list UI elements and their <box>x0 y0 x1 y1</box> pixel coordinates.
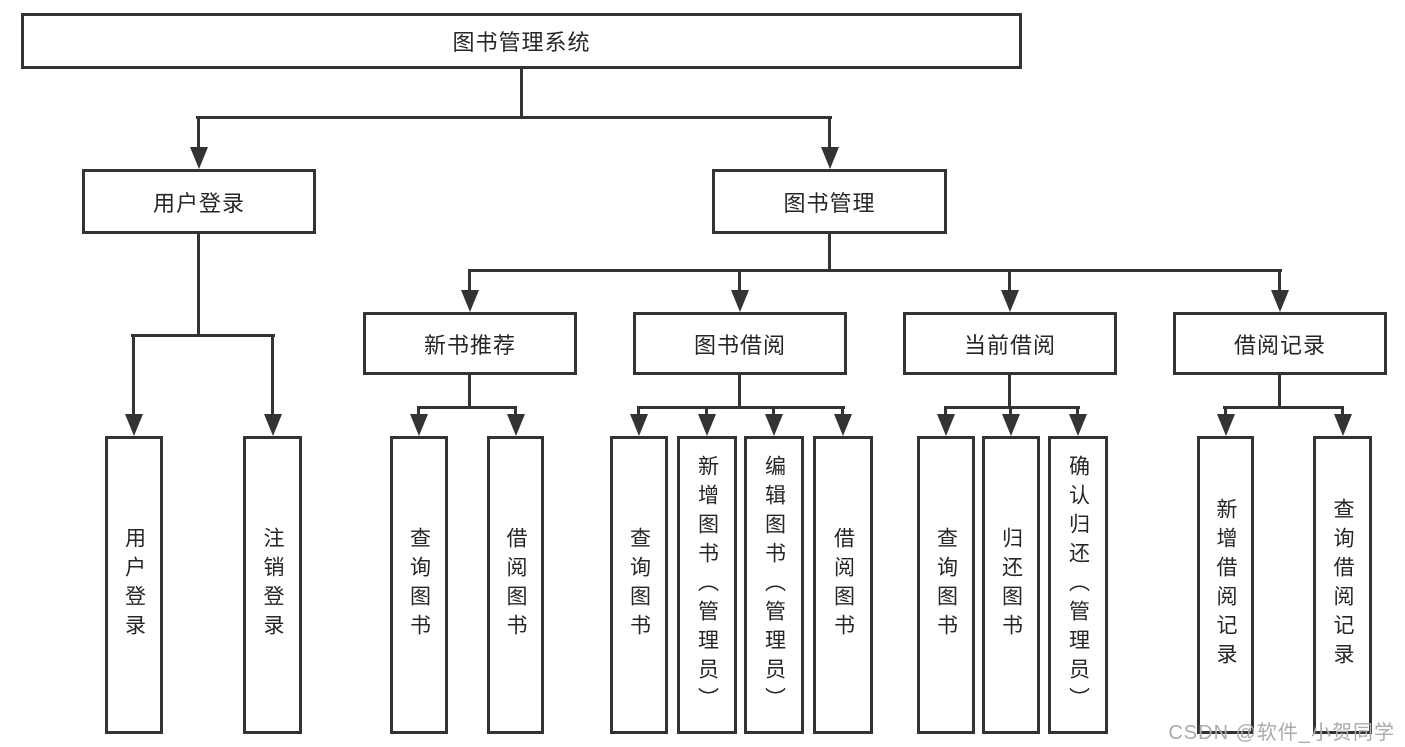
leaf-query-books-borrowing: 查询图书 <box>610 436 668 734</box>
node-borrowing-records: 借阅记录 <box>1173 312 1387 375</box>
vertical-label: 编辑图书（管理员） <box>762 454 786 716</box>
vertical-label: 新增借阅记录 <box>1214 498 1237 672</box>
arrow-group3-leaf2 <box>1001 406 1020 436</box>
arrow-to-leaf-user-login <box>124 334 143 436</box>
connector-book-management-vline <box>828 234 831 272</box>
connector-group2-hline <box>637 406 845 409</box>
connector-group1-hline <box>417 406 517 409</box>
node-current-borrowing: 当前借阅 <box>903 312 1117 375</box>
vertical-label: 新增图书（管理员） <box>695 454 719 716</box>
arrow-group3-leaf1 <box>936 406 955 436</box>
arrow-group4-leaf1 <box>1216 406 1235 436</box>
leaf-add-books-admin: 新增图书（管理员） <box>677 436 737 734</box>
connector-user-login-vline <box>197 234 200 336</box>
arrow-group4-leaf2 <box>1333 406 1352 436</box>
arrow-group2-leaf2 <box>697 406 716 436</box>
vertical-label: 注销登录 <box>261 527 284 643</box>
leaf-borrow-books-recommend: 借阅图书 <box>487 436 544 734</box>
arrow-group2-leaf4 <box>833 406 852 436</box>
vertical-label: 查询图书 <box>627 527 651 643</box>
connector-group2-vline <box>738 375 741 407</box>
vertical-label: 查询借阅记录 <box>1331 498 1354 672</box>
connector-user-login-hline <box>131 334 275 337</box>
connector-group3-hline <box>944 406 1080 409</box>
arrow-to-book-borrowing <box>730 269 749 312</box>
leaf-logout-login: 注销登录 <box>243 436 302 734</box>
connector-root-hline <box>196 116 832 119</box>
leaf-query-borrow-record: 查询借阅记录 <box>1313 436 1372 734</box>
arrow-group3-leaf3 <box>1068 406 1087 436</box>
connector-group1-vline <box>468 375 471 407</box>
leaf-return-books: 归还图书 <box>982 436 1040 734</box>
vertical-label: 借阅图书 <box>504 527 527 643</box>
vertical-label: 归还图书 <box>999 527 1023 643</box>
arrow-to-leaf-logout <box>263 334 282 436</box>
connector-root-vline <box>520 69 523 119</box>
vertical-label: 查询图书 <box>407 527 431 643</box>
node-book-management: 图书管理 <box>712 169 947 234</box>
vertical-label: 用户登录 <box>122 527 146 643</box>
connector-group3-vline <box>1008 375 1011 407</box>
connector-book-management-hline <box>468 269 1282 272</box>
leaf-query-books-current: 查询图书 <box>917 436 975 734</box>
node-new-book-recommendation: 新书推荐 <box>363 312 577 375</box>
arrow-group1-leaf2 <box>506 406 525 436</box>
arrow-to-current-borrowing <box>1000 269 1019 312</box>
connector-group4-hline <box>1223 406 1344 409</box>
vertical-label: 确认归还（管理员） <box>1066 454 1090 716</box>
node-root: 图书管理系统 <box>21 13 1022 69</box>
arrow-group2-leaf3 <box>764 406 783 436</box>
vertical-label: 借阅图书 <box>831 527 855 643</box>
leaf-query-books-recommend: 查询图书 <box>390 436 448 734</box>
node-book-borrowing: 图书借阅 <box>633 312 847 375</box>
leaf-add-borrow-record: 新增借阅记录 <box>1197 436 1254 734</box>
csdn-watermark: CSDN @软件_小贺同学 <box>1168 722 1395 744</box>
arrow-to-new-book-recommendation <box>460 269 479 312</box>
leaf-confirm-return-admin: 确认归还（管理员） <box>1048 436 1108 734</box>
arrow-to-book-management <box>820 116 839 169</box>
arrow-group2-leaf1 <box>629 406 648 436</box>
node-user-login: 用户登录 <box>82 169 316 234</box>
connector-group4-vline <box>1278 375 1281 407</box>
arrow-to-borrowing-records <box>1270 269 1289 312</box>
arrow-to-user-login <box>189 116 208 169</box>
arrow-group1-leaf1 <box>409 406 428 436</box>
leaf-edit-books-admin: 编辑图书（管理员） <box>744 436 804 734</box>
vertical-label: 查询图书 <box>934 527 958 643</box>
leaf-borrow-books: 借阅图书 <box>813 436 873 734</box>
leaf-user-login: 用户登录 <box>105 436 163 734</box>
